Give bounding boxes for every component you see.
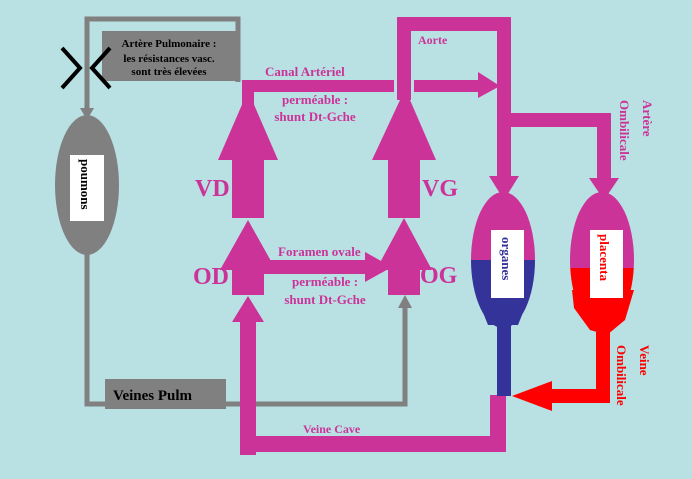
umbilical-artery-label-line1: Artère (640, 100, 655, 137)
pulmonary-artery-path (84, 16, 241, 110)
pulmonary-artery-arrowhead (80, 108, 94, 120)
aorta-inner-shaft (414, 80, 484, 92)
lungs-label: poumons (70, 155, 104, 221)
foramen-ovale-arrowhead (365, 252, 392, 282)
vd-out-arrow (218, 100, 278, 160)
ductus-line1: perméable : (282, 92, 348, 107)
ductus-line2: shunt Dt-Gche (274, 109, 355, 124)
heart (218, 17, 619, 455)
organs-text: organes (499, 237, 514, 280)
vena-cava-path (240, 310, 506, 455)
organs-outflow (497, 320, 511, 396)
vd-label: VD (195, 176, 230, 202)
pulmonary-artery-title: Artère Pulmonaire : (122, 38, 217, 50)
left-ventricle-block (388, 155, 420, 218)
ductus-title: Canal Artériel (265, 64, 345, 79)
umbilical-vein (512, 332, 610, 411)
foramen-line1: perméable : (292, 274, 358, 289)
umbilical-vein-label-line2: Ombilicale (614, 345, 629, 406)
pulmonary-veins-label-box: Veines Pulm (105, 379, 226, 409)
vena-cava-arrowhead (232, 296, 264, 322)
pulmonary-artery-line3: sont très élevées (131, 66, 207, 78)
foramen-line2: shunt Dt-Gche (284, 292, 365, 307)
vg-label: VG (422, 176, 458, 202)
pulmonary-artery-label-box: Artère Pulmonaire : les résistances vasc… (102, 31, 236, 81)
pulmonary-veins-arrowhead (398, 295, 412, 308)
umbilical-artery-path (504, 113, 611, 185)
aorta-inner-arrowhead (478, 72, 500, 98)
foramen-title: Foramen ovale (278, 244, 361, 259)
aorta-path (397, 17, 511, 185)
placenta-text: placenta (597, 234, 612, 281)
aorta-label: Aorte (418, 33, 448, 47)
umbilical-vein-arrowhead (512, 381, 552, 411)
umbilical-vein-label-line1: Veine (637, 345, 652, 376)
og-label: OG (420, 263, 458, 289)
vena-cava-label: Veine Cave (303, 422, 361, 436)
placenta: placenta (570, 192, 634, 335)
og-to-vg-arrow (376, 218, 432, 270)
od-to-vd-arrow (220, 220, 276, 270)
right-ventricle-block (232, 155, 264, 218)
organs-arrowhead (489, 176, 519, 200)
foramen-ovale-shaft (264, 260, 374, 274)
ductus-arteriosus-path (242, 80, 394, 110)
pulmonary-veins-text: Veines Pulm (113, 388, 193, 404)
placenta-arrowhead (589, 178, 619, 200)
lungs-text: poumons (78, 159, 93, 210)
od-label: OD (193, 264, 229, 290)
umbilical-artery-label-line2: Ombilicale (617, 100, 632, 161)
pulmonary-artery-line2: les résistances vasc. (123, 53, 215, 65)
organs: organes (471, 192, 535, 396)
closed-valve-icon (60, 46, 112, 90)
vg-out-arrow (372, 100, 436, 160)
